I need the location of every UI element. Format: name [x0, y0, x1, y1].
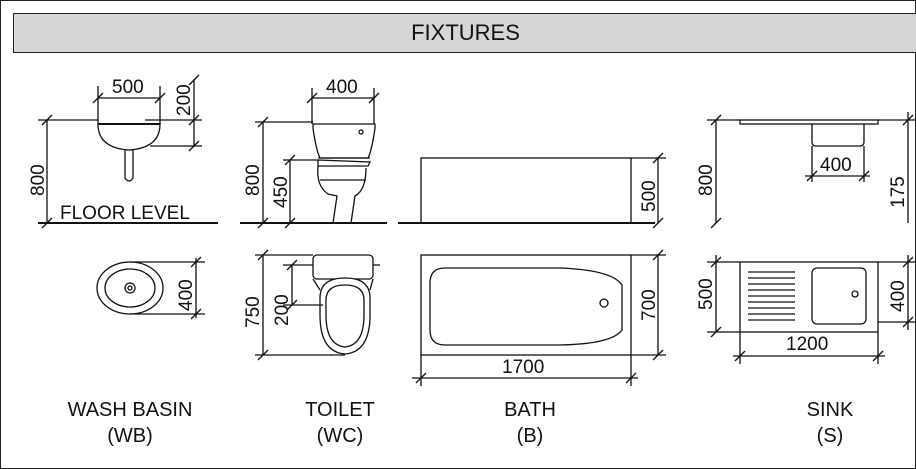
wc-width-dim: 400: [326, 77, 358, 98]
bath-plan: 700 1700: [412, 249, 666, 386]
bath-code: (B): [516, 425, 544, 447]
sink-bowl-dim: 400: [820, 155, 852, 176]
wc-tank-dim: 200: [272, 294, 293, 326]
sink-plan: 500 400 1200: [696, 255, 916, 364]
toilet-plan: 750 200: [243, 249, 380, 361]
toilet-name: TOILET: [305, 399, 375, 421]
wb-height-dim: 800: [28, 164, 49, 196]
wb-width-dim: 500: [112, 77, 144, 98]
sink-name: SINK: [806, 399, 854, 421]
wb-plan-dim: 400: [176, 279, 197, 311]
toilet-label: TOILET (WC): [280, 397, 400, 449]
bath-height-dim: 500: [639, 180, 660, 212]
wash-basin-name: WASH BASIN: [67, 399, 193, 421]
wc-height-dim: 800: [243, 164, 264, 196]
sink-plan-bowl-dim: 400: [888, 280, 909, 312]
bath-length-dim: 1700: [502, 357, 544, 378]
page-title: FIXTURES: [411, 20, 520, 45]
wash-basin-label: WASH BASIN (WB): [40, 397, 220, 449]
toilet-elevation: 400 800 450: [240, 77, 387, 229]
wash-basin-elevation: 500 200 800 FLOOR LEVEL: [28, 74, 218, 229]
sink-depth-dim: 175: [888, 176, 909, 208]
wash-basin-code: (WB): [107, 425, 153, 447]
wc-seat-dim: 450: [271, 176, 292, 208]
sink-elevation: 800 400 175: [696, 112, 916, 229]
bath-name: BATH: [504, 399, 556, 421]
toilet-code: (WC): [316, 425, 364, 447]
sink-height-dim: 800: [696, 164, 717, 196]
bath-label: BATH (B): [470, 397, 590, 449]
wb-depth-dim: 200: [174, 84, 195, 116]
wash-basin-plan: 400: [96, 256, 205, 320]
title-bar: FIXTURES: [13, 13, 916, 53]
wc-plan-length-dim: 750: [243, 296, 264, 328]
sink-code: (S): [816, 425, 844, 447]
floor-level-label: FLOOR LEVEL: [60, 203, 190, 224]
bath-elevation: 500: [398, 152, 666, 229]
sink-plan-width-dim: 500: [696, 278, 717, 310]
sink-label: SINK (S): [770, 397, 890, 449]
bath-width-dim: 700: [639, 289, 660, 321]
sink-length-dim: 1200: [786, 334, 828, 355]
